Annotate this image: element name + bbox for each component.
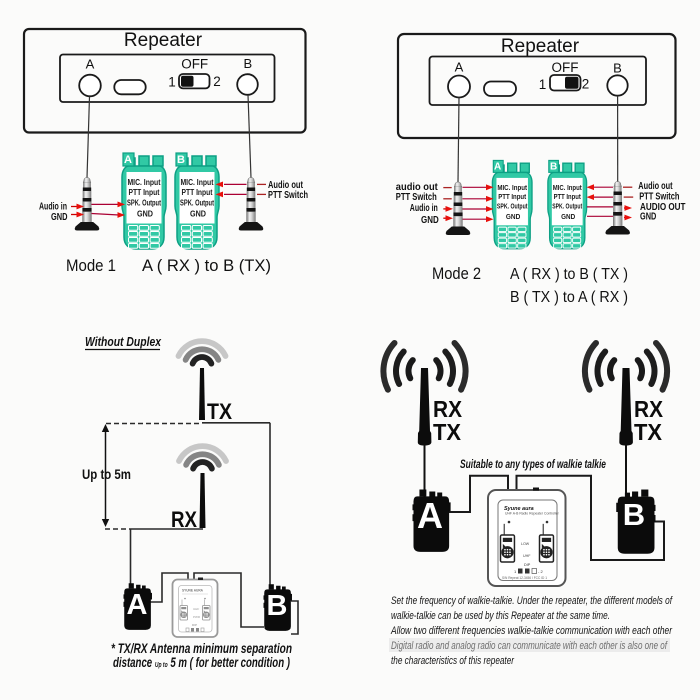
svg-text:AUDIO OUT: AUDIO OUT [640,202,686,213]
svg-text:UHF: UHF [193,607,199,611]
svg-text:LOW: LOW [521,542,530,546]
svg-text:A: A [124,154,132,166]
svg-text:Audio in: Audio in [39,202,67,213]
svg-text:OFF: OFF [552,60,579,75]
svg-text:Allow two different frequencie: Allow two different frequencies walkie-t… [390,625,673,637]
svg-text:Repeater: Repeater [124,30,203,51]
svg-text:the characteristics of this re: the characteristics of this repeater [391,655,515,667]
svg-text:PWR: PWR [193,615,201,619]
svg-text:DIP: DIP [524,563,531,567]
svg-text:TX: TX [207,399,232,424]
svg-text:B: B [550,162,557,173]
svg-text:PTT Switch: PTT Switch [268,190,308,201]
svg-text:GND: GND [640,211,656,222]
svg-text:Audio out: Audio out [268,180,304,191]
svg-text:GND: GND [51,212,68,223]
svg-text:Audio out: Audio out [638,181,673,192]
svg-text:B: B [623,497,645,532]
svg-text:A: A [127,589,148,621]
svg-text:audio out: audio out [396,182,439,193]
svg-text:A: A [455,60,464,75]
svg-text:PTT Switch: PTT Switch [639,192,679,203]
svg-text:GND: GND [421,215,439,226]
svg-text:Without Duplex: Without Duplex [85,335,162,349]
svg-text:Audio in: Audio in [410,203,438,214]
svg-text:Mode 2: Mode 2 [432,264,481,283]
svg-text:A ( RX ) to B ( TX ): A ( RX ) to B ( TX ) [510,266,628,283]
svg-text:A: A [417,495,443,536]
svg-text:TX: TX [634,419,663,445]
svg-text:RX: RX [634,396,664,422]
svg-text:UHF A-B Radio Repeater Control: UHF A-B Radio Repeater Controller [505,512,560,516]
svg-text:A: A [494,162,501,173]
svg-text:2: 2 [582,77,590,92]
svg-text:* TX/RX Antenna minimum separa: * TX/RX Antenna minimum separation [111,641,292,656]
svg-text:PTT Switch: PTT Switch [396,192,437,203]
svg-text:1: 1 [514,569,517,574]
svg-text:S/N Repeat 12-3456 / FCC ID 1: S/N Repeat 12-3456 / FCC ID 1 [502,576,547,580]
svg-text:B: B [613,61,622,76]
svg-text:B: B [177,154,185,166]
svg-text:Suitable to any types of walki: Suitable to any types of walkie talkie [460,459,606,471]
svg-text:- 2: - 2 [538,569,543,574]
svg-text:1: 1 [539,77,547,92]
svg-text:Mode 1: Mode 1 [66,256,116,275]
svg-text:Syune aura: Syune aura [504,506,534,512]
svg-text:B ( TX ) to A ( RX ): B ( TX ) to A ( RX ) [510,289,628,306]
svg-text:B: B [243,56,252,71]
svg-text:Repeater: Repeater [501,36,580,57]
svg-text:OFF: OFF [181,57,208,72]
svg-text:TX: TX [433,419,462,445]
svg-text:RX: RX [433,396,463,422]
svg-text:distance Up to 5 m ( for bette: distance Up to 5 m ( for better conditio… [113,655,290,670]
svg-text:walkie-talkie can be used by t: walkie-talkie can be used by this Repeat… [391,610,610,622]
svg-text:SYUNE AURA: SYUNE AURA [182,589,204,593]
svg-text:A: A [86,57,95,72]
svg-text:Set the frequency of walkie-ta: Set the frequency of walkie-talkie. Unde… [391,595,673,607]
svg-text:DIP: DIP [192,623,197,627]
svg-text:RX: RX [171,507,197,532]
svg-text:A ( RX ) to B (TX): A ( RX ) to B (TX) [142,256,271,275]
svg-text:2: 2 [213,74,221,89]
svg-text:B: B [267,590,288,622]
svg-text:1: 1 [168,75,176,90]
svg-text:Digital radio and analog radio: Digital radio and analog radio can commu… [391,640,668,652]
svg-text:Up to 5m: Up to 5m [82,467,131,482]
svg-text:UHF: UHF [523,554,531,558]
